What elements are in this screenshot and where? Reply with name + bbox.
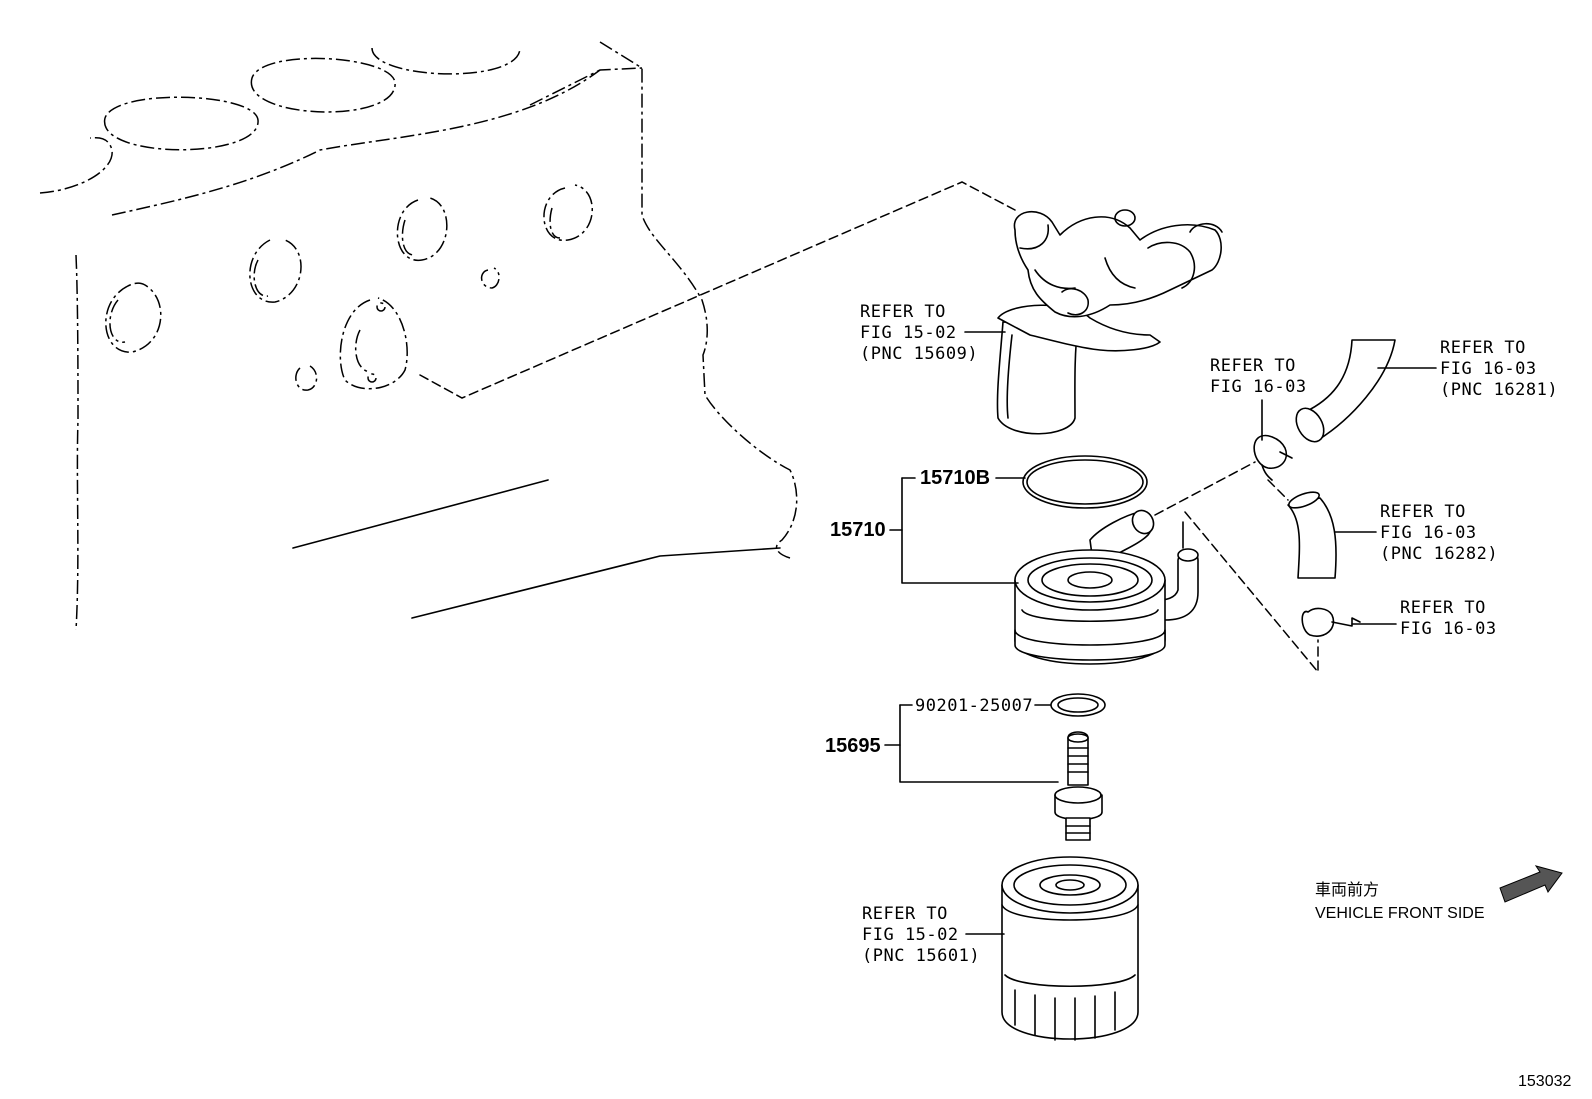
refer-clamp-lower-line1: REFER TO	[1400, 598, 1486, 618]
refer-hose-lower-line1: REFER TO	[1380, 502, 1466, 522]
oil-filter	[1001, 856, 1139, 1041]
part-number-15710b: 15710B	[920, 467, 990, 489]
refer-hose-lower-line2: FIG 16-03	[1380, 523, 1477, 543]
refer-hose-upper-line3: (PNC 16281)	[1440, 380, 1558, 400]
refer-hose-lower-line3: (PNC 16282)	[1380, 544, 1498, 564]
gasket-o-ring	[1022, 455, 1148, 509]
refer-housing-line1: REFER TO	[860, 302, 946, 322]
union-labels: 15695 90201-25007	[825, 696, 1059, 783]
vehicle-front-label-en: VEHICLE FRONT SIDE	[1315, 905, 1485, 922]
figure-id: 153032	[1518, 1073, 1571, 1090]
refer-housing-line3: (PNC 15609)	[860, 344, 978, 364]
engine-block	[39, 41, 1016, 631]
refer-filter-line2: FIG 15-02	[862, 925, 959, 945]
front-arrow-icon	[1499, 865, 1563, 903]
oil-filter-housing	[996, 209, 1223, 435]
refer-housing-line2: FIG 15-02	[860, 323, 957, 343]
refer-hose-upper-line2: FIG 16-03	[1440, 359, 1537, 379]
oil-cooler-labels: 15710 15710B	[830, 467, 1026, 584]
refer-filter-label: REFER TO FIG 15-02 (PNC 15601)	[862, 904, 1005, 966]
refer-filter-line3: (PNC 15601)	[862, 946, 980, 966]
refer-filter-line1: REFER TO	[862, 904, 948, 924]
refer-clamp-lower-line2: FIG 16-03	[1400, 619, 1497, 639]
oil-cooler	[1014, 509, 1199, 665]
part-number-90201-25007: 90201-25007	[915, 696, 1033, 716]
refer-hose-upper-line1: REFER TO	[1440, 338, 1526, 358]
refer-clamp-upper-line1: REFER TO	[1210, 356, 1296, 376]
part-number-15710: 15710	[830, 519, 886, 541]
refer-clamp-upper-line2: FIG 16-03	[1210, 377, 1307, 397]
hose-labels: REFER TO FIG 16-03 REFER TO FIG 16-03 (P…	[1210, 338, 1558, 639]
vehicle-front-label-jp: 車両前方	[1315, 881, 1379, 899]
refer-housing-label: REFER TO FIG 15-02 (PNC 15609)	[860, 302, 1006, 364]
union-bolt	[1050, 693, 1106, 841]
vehicle-front-indicator: 車両前方 VEHICLE FRONT SIDE	[1315, 865, 1563, 922]
part-number-15695: 15695	[825, 735, 881, 757]
coolant-hoses	[1154, 339, 1396, 675]
